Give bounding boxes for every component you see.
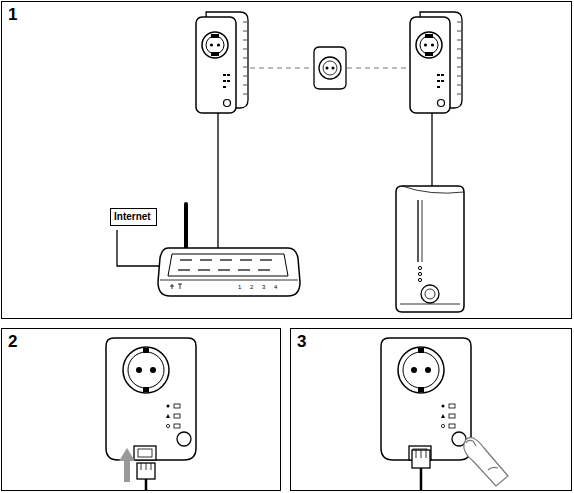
cable-plug	[137, 463, 155, 479]
cable-plug	[146, 463, 147, 470]
wall-plug	[319, 57, 341, 79]
panel-number: 3	[297, 333, 306, 352]
network-cable	[117, 113, 432, 266]
router	[200, 259, 212, 260]
wall-plug	[314, 47, 346, 89]
cable-plug	[137, 463, 155, 491]
wall-plug	[332, 67, 335, 70]
router	[220, 259, 232, 260]
wall-plug	[326, 67, 329, 70]
game-console	[418, 272, 421, 275]
router	[260, 259, 272, 260]
wall-plug	[314, 47, 346, 89]
insert-arrow	[119, 448, 135, 482]
router	[178, 260, 272, 270]
cable-plug	[412, 450, 430, 468]
game-console	[418, 278, 421, 281]
powerline-link	[250, 68, 311, 69]
port-number: 1	[238, 284, 241, 291]
panel-number: 1	[8, 6, 17, 25]
cable-plug	[151, 463, 152, 470]
game-console	[400, 304, 460, 305]
cable-plug	[412, 450, 430, 491]
network-cable	[117, 230, 160, 266]
cable-plug	[416, 450, 417, 458]
pressing-finger	[464, 438, 508, 486]
router	[180, 259, 192, 260]
adapter-front	[381, 338, 471, 460]
pressing-finger	[464, 438, 508, 486]
port-number: 3	[262, 284, 265, 291]
panel-frames	[2, 329, 281, 491]
adapter-front	[106, 338, 196, 460]
router	[168, 254, 288, 276]
box-label: Internet	[114, 211, 153, 222]
panel-frames	[291, 329, 572, 491]
insert-arrow	[119, 448, 135, 461]
game-console	[425, 289, 435, 299]
powerline-adapter	[196, 12, 248, 113]
port-number: 2	[250, 284, 253, 291]
router	[160, 280, 298, 281]
network-cable	[217, 113, 218, 248]
game-console	[396, 186, 464, 312]
game-console	[422, 200, 423, 262]
cable-plug	[141, 463, 142, 470]
router	[178, 269, 190, 270]
network-cable	[431, 113, 432, 186]
game-console	[418, 266, 421, 269]
game-console	[417, 200, 418, 262]
cable-plug	[420, 468, 423, 491]
game-console	[402, 186, 464, 193]
router	[184, 204, 188, 252]
panel-number: 2	[8, 333, 17, 352]
wall-plug	[323, 61, 337, 75]
cable-plug	[426, 450, 427, 458]
network-label-box: Internet	[110, 208, 157, 226]
powerline-link	[347, 68, 408, 69]
port-number: 4	[274, 284, 277, 291]
powerline-adapter	[410, 12, 462, 113]
router	[170, 284, 182, 289]
router	[240, 259, 252, 260]
game-console	[421, 285, 439, 303]
pressing-finger	[488, 467, 498, 470]
cable-plug	[421, 450, 422, 458]
insert-arrow	[124, 460, 130, 482]
router	[258, 269, 270, 270]
router	[158, 248, 300, 296]
cable-plug	[145, 479, 148, 491]
router	[238, 269, 250, 270]
router	[198, 269, 210, 270]
pressing-finger	[466, 440, 476, 446]
game-console	[396, 186, 464, 312]
router	[218, 269, 230, 270]
router	[158, 204, 300, 296]
panel-frames	[2, 2, 572, 319]
